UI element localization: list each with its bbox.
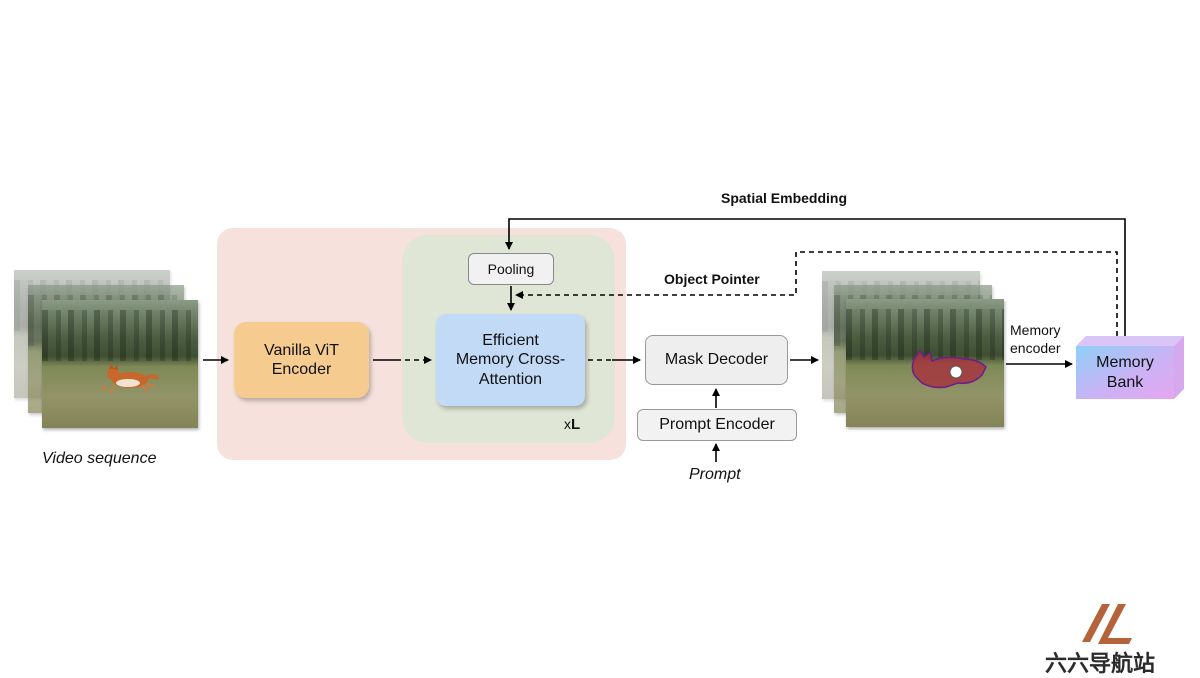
- efficient-memory-cross-attention: Efficient Memory Cross- Attention: [436, 314, 585, 406]
- object-pointer-label: Object Pointer: [664, 271, 760, 287]
- pooling-block: Pooling: [468, 253, 554, 285]
- watermark-text: 六六导航站: [1044, 652, 1155, 677]
- video-sequence-label: Video sequence: [42, 450, 157, 467]
- dog-image: [101, 363, 160, 393]
- prompt-label: Prompt: [689, 466, 741, 483]
- prompt-encoder: Prompt Encoder: [637, 409, 797, 441]
- repeat-l-label: xL: [564, 416, 581, 433]
- spatial-embedding-label: Spatial Embedding: [721, 190, 848, 206]
- segmentation-mask: [911, 349, 987, 389]
- arrow-object-pointer: [515, 251, 1118, 336]
- memory-bank: [1076, 336, 1184, 399]
- memory-bank-label: Memory Bank: [1096, 354, 1154, 391]
- video-frame-front: [42, 300, 198, 428]
- arrow-spatial-embedding: [505, 218, 1126, 336]
- memory-encoder-label: Memory encoder: [1010, 322, 1061, 357]
- mask-decoder: Mask Decoder: [645, 335, 788, 385]
- output-frame-front: [846, 299, 1004, 427]
- watermark-mark-icon: [1082, 604, 1132, 644]
- vanilla-vit-encoder: Vanilla ViT Encoder: [234, 322, 369, 398]
- watermark-logo: 六六导航站: [1030, 602, 1170, 677]
